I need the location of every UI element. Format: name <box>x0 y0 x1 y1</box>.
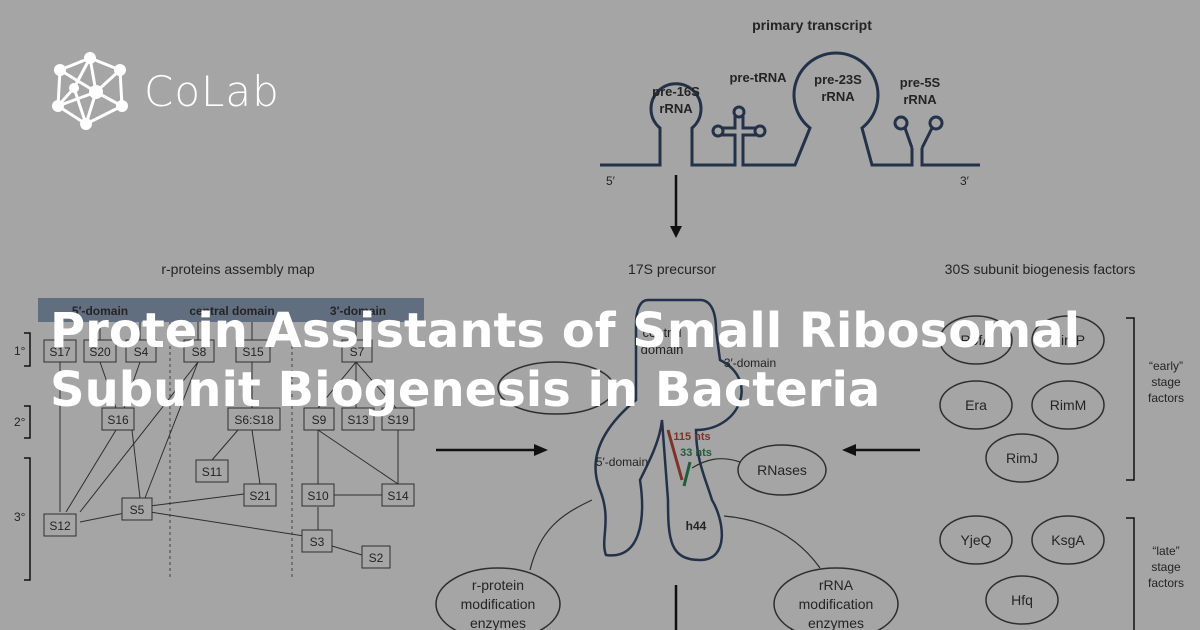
rrna-label-1: rRNA <box>819 577 854 593</box>
node-s6s18: S6:S18 <box>234 413 274 427</box>
node-s14: S14 <box>387 489 409 503</box>
rrna-label-3: enzymes <box>808 615 864 630</box>
node-s10: S10 <box>307 489 329 503</box>
header-5-domain: 5′-domain <box>72 304 128 318</box>
header-central-domain: central domain <box>189 304 274 318</box>
node-s19: S19 <box>387 413 409 427</box>
central-domain-label-2: domain <box>641 342 684 357</box>
node-s4: S4 <box>134 345 149 359</box>
assembly-node-labels: S17 S20 S4 S8 S15 S7 S16 S6:S18 S9 S13 S… <box>49 345 409 565</box>
rnases-bubble <box>737 444 827 496</box>
primary-transcript-strand <box>600 51 980 167</box>
pre16s-label-2: rRNA <box>659 101 693 116</box>
node-s7: S7 <box>350 345 365 359</box>
node-s11: S11 <box>202 465 223 479</box>
factor-rimm: RimM <box>1050 397 1087 413</box>
late-label-2: stage <box>1151 560 1181 574</box>
pre16s-label: pre-16S <box>652 84 700 99</box>
factors-title: 30S subunit biogenesis factors <box>945 261 1136 277</box>
node-s8: S8 <box>192 345 207 359</box>
title-line-1: Protein Assistants of Small Ribosomal <box>50 303 1081 360</box>
pre5s-label-2: rRNA <box>903 92 937 107</box>
tier-2-label: 2° <box>14 415 26 429</box>
header-3-domain: 3′-domain <box>330 304 386 318</box>
factor-era: Era <box>965 397 987 413</box>
rprot-label-1: r-protein <box>472 577 524 593</box>
bubble-left <box>497 361 615 415</box>
factor-labels: RbfA RimP Era RimM RimJ YjeQ KsgA Hfq <box>960 332 1086 608</box>
factor-yjeq: YjeQ <box>960 532 991 548</box>
network-graph-icon <box>52 52 128 130</box>
node-s5: S5 <box>130 503 145 517</box>
rrna-enzymes-bubble <box>773 567 899 630</box>
assembly-arrows <box>59 322 399 556</box>
early-label-1: “early” <box>1149 359 1183 373</box>
h44-label: h44 <box>686 519 707 533</box>
late-label-3: factors <box>1148 576 1184 590</box>
page-title: Protein Assistants of Small Ribosomal Su… <box>50 302 1150 419</box>
nts-115-label: 115 nts <box>673 431 710 443</box>
node-s20: S20 <box>89 345 111 359</box>
node-s16: S16 <box>107 413 129 427</box>
node-s9: S9 <box>312 413 327 427</box>
factor-rbfa: RbfA <box>960 332 992 348</box>
stage-labels: “early” stage factors “late” stage facto… <box>1148 359 1184 590</box>
early-label-3: factors <box>1148 391 1184 405</box>
tier-1-label: 1° <box>14 344 26 358</box>
assembly-nodes <box>43 339 415 569</box>
node-s3: S3 <box>310 535 325 549</box>
factor-rimj: RimJ <box>1006 450 1038 466</box>
precursor-title: 17S precursor <box>628 261 716 277</box>
node-s2: S2 <box>369 551 384 565</box>
primary-transcript-title: primary transcript <box>752 17 872 33</box>
trna-cloverleaf <box>722 116 756 148</box>
pre5s-label: pre-5S <box>900 75 941 90</box>
five-domain-label: 5′-domain <box>596 455 648 469</box>
rprotein-enzymes-bubble <box>435 567 561 630</box>
pre23s-label: pre-23S <box>814 72 862 87</box>
three-domain-label: 3′-domain <box>724 356 776 370</box>
pretrna-label: pre-tRNA <box>729 70 787 85</box>
pre23s-label-2: rRNA <box>821 89 855 104</box>
precursor-outline <box>594 298 743 562</box>
brand-logo[interactable]: CoLab <box>48 48 280 134</box>
factor-hfq: Hfq <box>1011 592 1033 608</box>
node-s15: S15 <box>242 345 264 359</box>
5s-fork <box>903 127 934 149</box>
factor-bubbles <box>939 315 1105 625</box>
five-prime-label: 5′ <box>606 174 616 188</box>
domain-header-bar <box>38 298 424 322</box>
early-label-2: stage <box>1151 375 1181 389</box>
node-s21: S21 <box>249 489 271 503</box>
assembly-map-title: r-proteins assembly map <box>161 261 314 277</box>
rprot-label-3: enzymes <box>470 615 526 630</box>
three-prime-label: 3′ <box>960 174 970 188</box>
node-s13: S13 <box>347 413 369 427</box>
central-domain-label: central <box>642 325 681 340</box>
factor-ksga: KsgA <box>1051 532 1085 548</box>
rrna-label-2: modification <box>799 596 874 612</box>
brand-name: CoLab <box>144 66 280 116</box>
rprot-label-2: modification <box>461 596 536 612</box>
late-label-1: “late” <box>1152 544 1179 558</box>
title-line-2: Subunit Biogenesis in Bacteria <box>50 361 881 418</box>
node-s17: S17 <box>49 345 71 359</box>
factor-rimp: RimP <box>1051 332 1085 348</box>
rnases-label: RNases <box>757 462 807 478</box>
tier-3-label: 3° <box>14 510 26 524</box>
nts-33-label: 33 nts <box>680 447 712 459</box>
node-s12: S12 <box>49 519 71 533</box>
